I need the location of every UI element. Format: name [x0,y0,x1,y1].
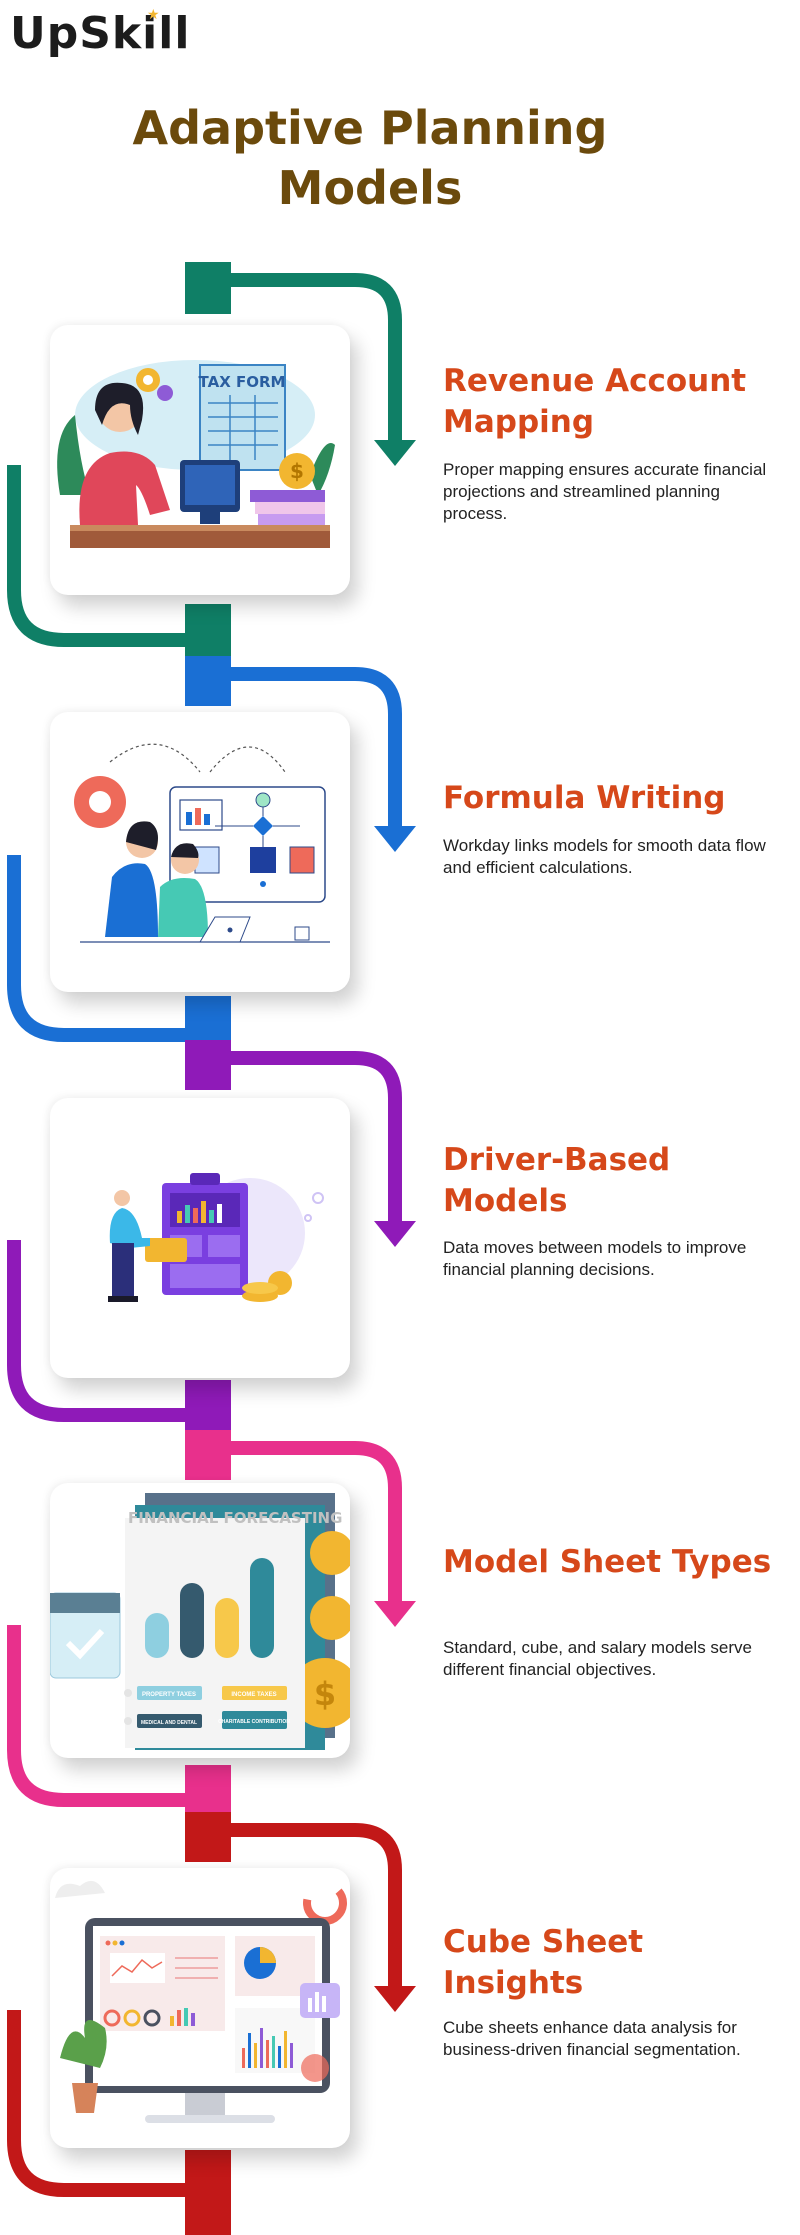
svg-text:MEDICAL AND DENTAL: MEDICAL AND DENTAL [141,1720,197,1726]
step-2-card [50,712,350,992]
upskill-logo: UpSkill [10,8,191,59]
svg-text:CHARITABLE CONTRIBUTION: CHARITABLE CONTRIBUTION [218,1719,290,1725]
step-2-heading: Formula Writing [443,780,726,816]
step-4-description: Standard, cube, and salary models serve … [443,1638,753,1679]
analytics-monitor-illustration [55,1880,347,2123]
svg-text:$: $ [314,1675,336,1713]
svg-text:INCOME TAXES: INCOME TAXES [231,1692,276,1698]
step-1-heading: Revenue Account Mapping [443,363,747,440]
step-2-description: Workday links models for smooth data flo… [443,836,766,877]
forecasting-illustration: $ FINANCIAL FORECASTING PROPERTY TAXES I… [50,1493,350,1750]
dashboard-illustration [108,1173,324,1302]
page-title: Adaptive Planning Models [132,101,608,215]
step-5-card [50,1868,350,2148]
step-3-card [50,1098,350,1378]
step-4-card: $ FINANCIAL FORECASTING PROPERTY TAXES I… [50,1483,350,1758]
step-5-heading: Cube Sheet Insights [443,1924,644,2001]
tax-form-illustration: TAX FORM $ [57,360,335,548]
step-3-description: Data moves between models to improve fin… [443,1238,747,1279]
workflow-illustration [74,743,330,943]
svg-text:PROPERTY TAXES: PROPERTY TAXES [142,1692,196,1698]
step-1-card: TAX FORM $ [50,325,350,595]
step-1-description: Proper mapping ensures accurate financia… [443,460,767,523]
step-4-heading: Model Sheet Types [443,1544,772,1580]
logo-star-icon: ★ [147,6,160,22]
svg-text:TAX FORM: TAX FORM [199,373,286,391]
step-5-description: Cube sheets enhance data analysis for bu… [443,2018,741,2059]
svg-text:FINANCIAL FORECASTING: FINANCIAL FORECASTING [128,1509,342,1527]
step-3-heading: Driver-Based Models [443,1142,671,1219]
svg-text:$: $ [290,459,304,483]
